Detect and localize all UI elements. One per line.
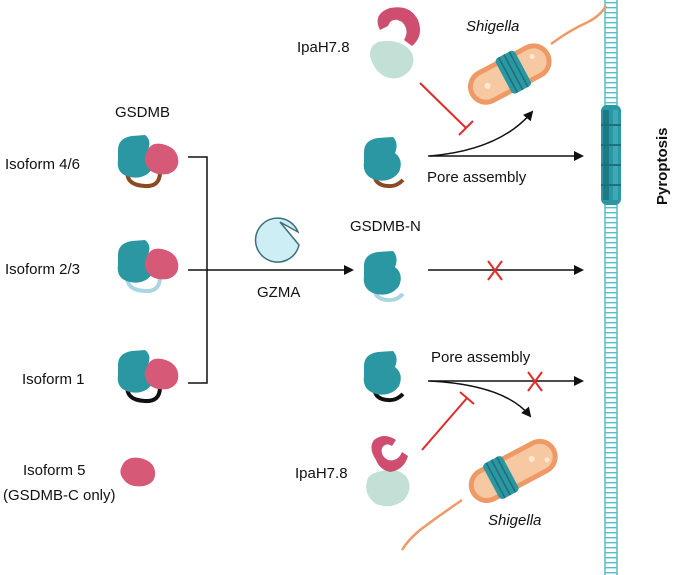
top-shigella-arrow (429, 110, 534, 157)
gzma-icon (254, 217, 300, 263)
middle-block-cross-icon (487, 260, 503, 281)
gsdmb-n-middle-icon (363, 251, 405, 303)
isoform-1-protein-icon (117, 350, 179, 404)
pyroptosis-label: Pyroptosis (654, 127, 671, 205)
isoform-1-label: Isoform 1 (22, 371, 85, 388)
ipah-bottom-label: IpaH7.8 (295, 465, 348, 482)
pore-assembly-top-label: Pore assembly (427, 169, 527, 186)
isoform-2-3-protein-icon (117, 240, 179, 294)
ipah-bottom-inhibition (421, 397, 468, 451)
isoform-4-6-protein-icon (117, 135, 179, 189)
gsdmb-n-label: GSDMB-N (350, 218, 421, 235)
gsdmb-label: GSDMB (115, 104, 170, 121)
ipah-top-inhibition (419, 82, 467, 129)
isoform-2-3-label: Isoform 2/3 (5, 261, 80, 278)
isoform-bracket (188, 156, 208, 384)
bottom-shigella-arrow (429, 380, 532, 418)
isoform-5-note: (GSDMB-C only) (3, 487, 116, 504)
gsdmb-c-only-icon (120, 457, 156, 487)
cell-membrane (604, 0, 618, 575)
gsdmb-n-top-icon (363, 137, 405, 189)
membrane-pore-icon (601, 105, 621, 205)
ipah-top-inhibition-bar (458, 120, 474, 136)
bottom-block-cross-icon (527, 371, 543, 392)
isoform-4-6-label: Isoform 4/6 (5, 156, 80, 173)
shigella-bottom-label: Shigella (488, 512, 541, 529)
ipah-bottom-icon (366, 436, 410, 507)
shigella-top-icon (467, 5, 608, 105)
shigella-bottom-icon (400, 438, 558, 551)
gzma-label: GZMA (257, 284, 300, 301)
shigella-top-label: Shigella (466, 18, 519, 35)
ipah-bottom-inhibition-bar (459, 391, 475, 405)
ipah-top-icon (370, 7, 420, 79)
isoform-5-label: Isoform 5 (23, 462, 86, 479)
ipah-top-label: IpaH7.8 (297, 39, 350, 56)
gsdmb-n-bottom-icon (363, 351, 405, 403)
pore-assembly-bottom-label: Pore assembly (431, 349, 531, 366)
